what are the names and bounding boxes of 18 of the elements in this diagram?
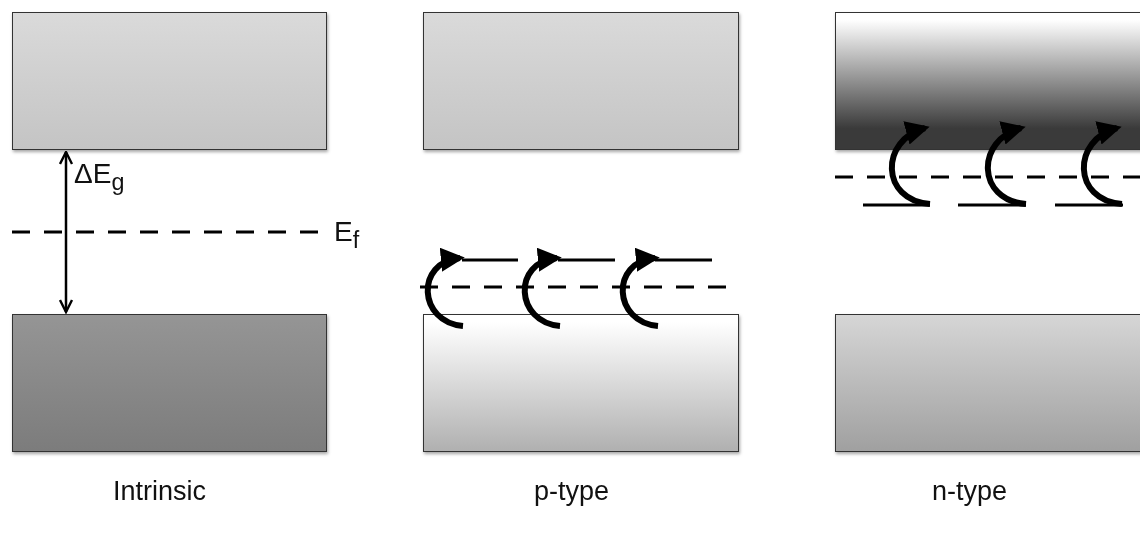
curved-arrow — [888, 123, 931, 207]
double-arrow — [58, 150, 74, 314]
column-caption: Intrinsic — [113, 478, 207, 505]
band-gap-label: ΔE$_{g}$ — [74, 160, 125, 194]
conduction-band — [835, 12, 1140, 150]
curved-arrow — [1080, 123, 1123, 207]
fermi-level-label: E$_{f}$ — [334, 218, 360, 252]
curved-arrow — [521, 250, 562, 329]
valence-band — [423, 314, 739, 452]
valence-band — [12, 314, 327, 452]
column-caption: n-type — [932, 478, 1008, 505]
column-caption: p-type — [534, 478, 610, 505]
curved-arrow — [619, 250, 660, 329]
valence-band — [835, 314, 1140, 452]
curved-arrow — [984, 123, 1027, 207]
conduction-band — [12, 12, 327, 150]
conduction-band — [423, 12, 739, 150]
curved-arrow — [424, 250, 465, 329]
